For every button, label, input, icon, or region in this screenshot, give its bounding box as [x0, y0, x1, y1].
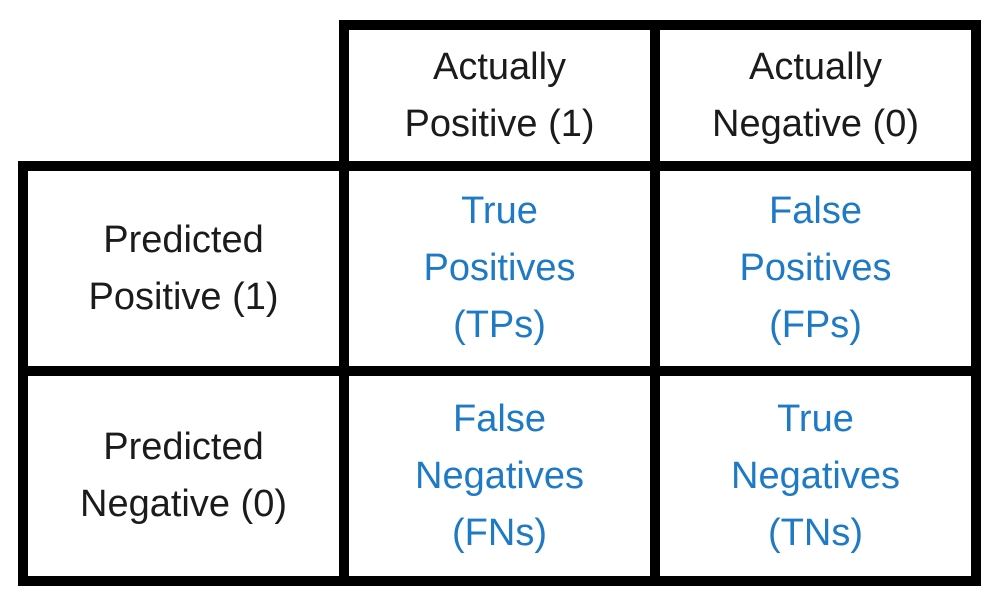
- cell-true-negatives: True Negatives (TNs): [650, 366, 981, 586]
- cell-false-negatives: False Negatives (FNs): [339, 366, 660, 586]
- predicted-positive-row: Predicted Positive (1) True Positives (T…: [18, 161, 981, 376]
- header-row: Actually Positive (1) Actually Negative …: [23, 20, 981, 171]
- row-header-predicted-negative: Predicted Negative (0): [18, 366, 349, 586]
- predicted-negative-row: Predicted Negative (0) False Negatives (…: [18, 366, 981, 586]
- cell-false-positives: False Positives (FPs): [650, 161, 981, 376]
- column-header-actually-positive: Actually Positive (1): [339, 20, 660, 171]
- cell-true-positives: True Positives (TPs): [339, 161, 660, 376]
- row-header-predicted-positive: Predicted Positive (1): [18, 161, 349, 376]
- confusion-matrix-table: Actually Positive (1) Actually Negative …: [18, 20, 981, 586]
- column-header-actually-negative: Actually Negative (0): [650, 20, 981, 171]
- corner-cell-empty: [23, 25, 344, 166]
